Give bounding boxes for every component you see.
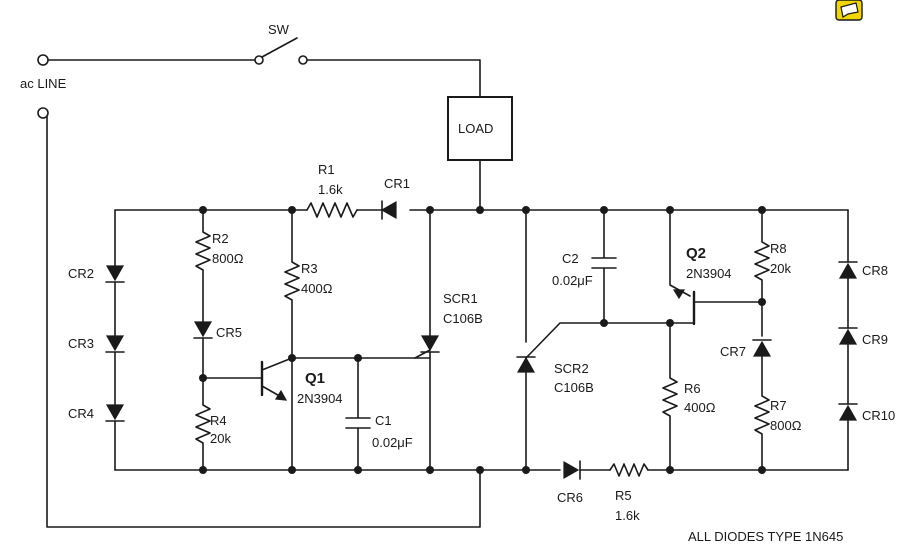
ac-line-terminal-bottom — [37, 107, 49, 119]
scr2-thyristor — [516, 209, 671, 471]
r2-label: R2 — [212, 231, 229, 246]
r1-cr1-branch — [306, 200, 397, 220]
c1-value: 0.02μF — [372, 435, 413, 450]
q2-label: Q2 — [686, 245, 706, 262]
c1-label: C1 — [375, 413, 392, 428]
r1-label: R1 — [318, 162, 335, 177]
load-label: LOAD — [458, 121, 493, 136]
r6-label: R6 — [684, 381, 701, 396]
cr6-r5-branch — [563, 460, 649, 480]
q1-label: Q1 — [305, 370, 325, 387]
cr9-label: CR9 — [862, 332, 888, 347]
switch-contact-left — [254, 55, 264, 65]
scr2-label: SCR2 — [554, 361, 589, 376]
cr6-label: CR6 — [557, 490, 583, 505]
r3-label: R3 — [301, 261, 318, 276]
scr1-label: SCR1 — [443, 291, 478, 306]
cr3-label: CR3 — [68, 336, 94, 351]
r8-label: R8 — [770, 241, 787, 256]
cr5-label: CR5 — [216, 325, 242, 340]
r2-value: 800Ω — [212, 251, 244, 266]
r3-column — [284, 209, 300, 471]
cr8-label: CR8 — [862, 263, 888, 278]
scr2-type: C106B — [554, 380, 594, 395]
r5-value: 1.6k — [615, 508, 640, 523]
junction-dots — [199, 206, 766, 474]
comment-badge-icon — [835, 0, 863, 21]
r1-value: 1.6k — [318, 182, 343, 197]
q1-transistor — [260, 357, 293, 401]
r6-column — [662, 322, 678, 471]
r7-label: R7 — [770, 398, 787, 413]
switch-contact-right — [298, 55, 308, 65]
r8-cr7-r7-column — [752, 209, 772, 471]
r6-value: 400Ω — [684, 400, 716, 415]
r8-value: 20k — [770, 261, 791, 276]
load-box — [447, 96, 513, 161]
left-diode-string — [105, 209, 125, 471]
q2-type: 2N3904 — [686, 266, 732, 281]
q1-type: 2N3904 — [297, 391, 343, 406]
scr1-thyristor — [414, 209, 440, 471]
c2-capacitor — [591, 209, 617, 324]
ac-line-label: ac LINE — [20, 76, 67, 91]
c2-value: 0.02μF — [552, 273, 593, 288]
cr7-label: CR7 — [720, 344, 746, 359]
r3-value: 400Ω — [301, 281, 333, 296]
r5-label: R5 — [615, 488, 632, 503]
q2-transistor — [669, 209, 763, 326]
cr4-label: CR4 — [68, 406, 94, 421]
r7-value: 800Ω — [770, 418, 802, 433]
r2-cr5-r4-column — [193, 209, 263, 471]
c2-label: C2 — [562, 251, 579, 266]
r4-value: 20k — [210, 431, 231, 446]
cr1-label: CR1 — [384, 176, 410, 191]
ac-line-wiring — [46, 37, 481, 528]
diode-type-note: ALL DIODES TYPE 1N645 — [688, 529, 843, 544]
scr1-type: C106B — [443, 311, 483, 326]
cr10-label: CR10 — [862, 408, 895, 423]
right-diode-string — [838, 209, 858, 471]
cr2-label: CR2 — [68, 266, 94, 281]
r4-label: R4 — [210, 413, 227, 428]
sw-label: SW — [268, 22, 290, 37]
ac-line-terminal-top — [37, 54, 49, 66]
